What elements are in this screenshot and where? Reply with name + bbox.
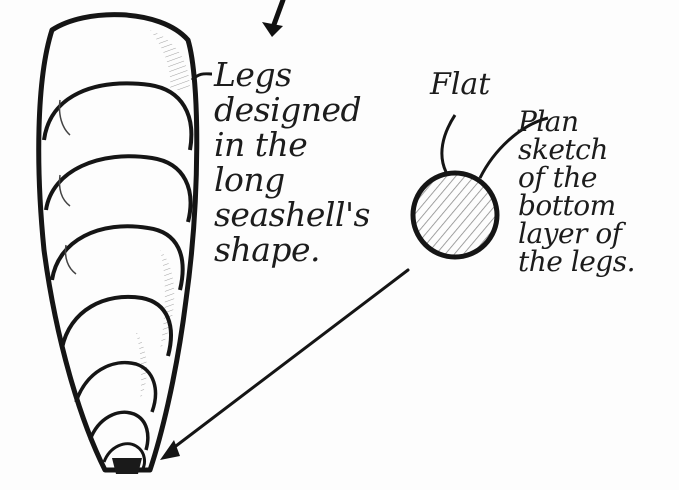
plan-line-3: of the [518, 164, 635, 192]
legs-line-6: shape. [214, 233, 370, 266]
flat-leader-line [442, 115, 455, 172]
legs-line-4: long [214, 163, 370, 196]
legs-line-2: designed [214, 93, 370, 126]
plan-circle [413, 173, 497, 257]
plan-line-2: sketch [518, 136, 635, 164]
legs-line-3: in the [214, 128, 370, 161]
flat-annotation: Flat [430, 70, 490, 100]
plan-annotation: Plan sketch of the bottom layer of the l… [518, 108, 635, 276]
plan-line-1: Plan [518, 108, 635, 136]
legs-line-1: Legs [214, 58, 370, 91]
top-arrow [262, 0, 283, 37]
legs-annotation: Legs designed in the long seashell's sha… [214, 58, 370, 268]
seashell-leg [39, 15, 197, 474]
plan-line-5: layer of [518, 220, 635, 248]
plan-line-6: the legs. [518, 248, 635, 276]
bottom-arrow [160, 270, 408, 460]
legs-line-5: seashell's [214, 198, 370, 231]
plan-line-4: bottom [518, 192, 635, 220]
